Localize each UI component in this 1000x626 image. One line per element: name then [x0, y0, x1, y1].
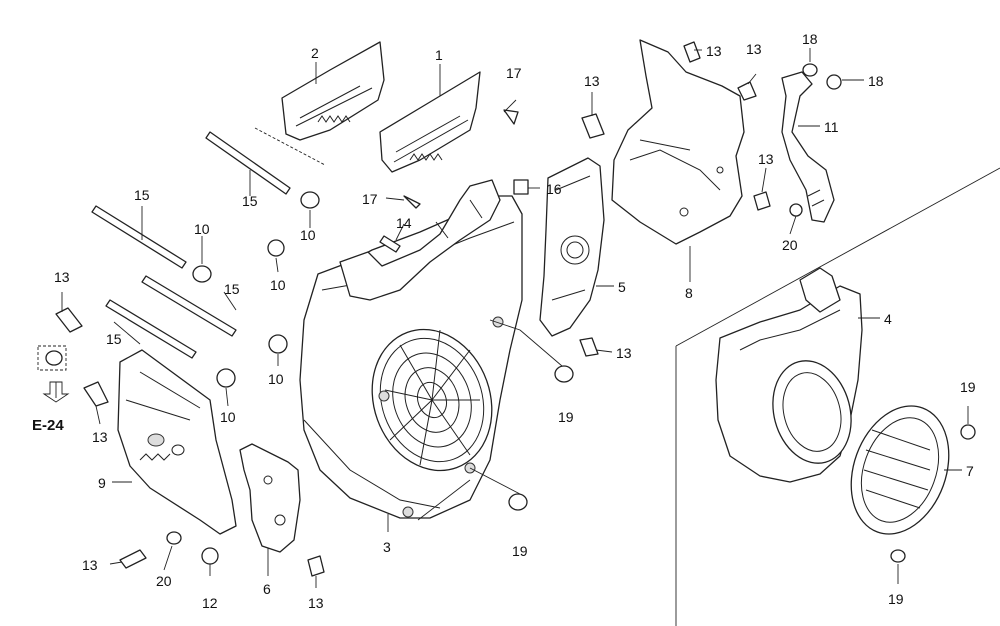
part-1-cover [379, 71, 481, 173]
part-6-bracket [239, 443, 301, 553]
part-3-fan-shroud [299, 179, 523, 519]
part-8-plate [611, 39, 745, 245]
callout-3: 3 [383, 539, 391, 555]
callout-19a: 19 [558, 409, 574, 425]
callout-13b: 13 [746, 41, 762, 57]
callout-10b: 10 [194, 221, 210, 237]
callout-13e: 13 [616, 345, 632, 361]
callout-15c: 15 [224, 281, 240, 297]
callout-labels: 1 2 3 4 5 6 7 8 9 10 10 10 10 10 11 12 1… [32, 31, 976, 611]
callout-18b: 18 [868, 73, 884, 89]
callout-15a: 15 [242, 193, 258, 209]
callout-10a: 10 [300, 227, 316, 243]
callout-19b: 19 [512, 543, 528, 559]
leader-lines [42, 48, 969, 588]
callout-18a: 18 [802, 31, 818, 47]
callout-9: 9 [98, 475, 106, 491]
callout-13h: 13 [82, 557, 98, 573]
callout-1: 1 [435, 47, 443, 63]
callout-15d: 15 [106, 331, 122, 347]
callout-8: 8 [685, 285, 693, 301]
callout-13g: 13 [92, 429, 108, 445]
part-7-cover [850, 405, 950, 535]
callout-7: 7 [966, 463, 974, 479]
callout-15b: 15 [134, 187, 150, 203]
reference-e24: E-24 [32, 417, 64, 434]
callout-10c: 10 [270, 277, 286, 293]
callout-11: 11 [824, 119, 839, 135]
part-9-shield [117, 349, 237, 535]
callout-4: 4 [884, 311, 892, 327]
callout-6: 6 [263, 581, 271, 597]
part-4-shroud [715, 267, 863, 483]
callout-5: 5 [618, 279, 626, 295]
callout-16: 16 [546, 181, 562, 197]
callout-10d: 10 [268, 371, 284, 387]
callout-20b: 20 [156, 573, 172, 589]
callout-13d: 13 [758, 151, 774, 167]
callout-14: 14 [396, 215, 412, 231]
callout-13a: 13 [706, 43, 722, 59]
callout-17a: 17 [506, 65, 522, 81]
callout-13f: 13 [54, 269, 70, 285]
callout-19c: 19 [960, 379, 976, 395]
inset-divider-diagonal [675, 167, 1000, 347]
callout-13c: 13 [584, 73, 600, 89]
callout-20a: 20 [782, 237, 798, 253]
callout-10e: 10 [220, 409, 236, 425]
part-2-cover [254, 41, 385, 166]
callout-2: 2 [311, 45, 319, 61]
callout-13i: 13 [308, 595, 324, 611]
callout-17b: 17 [362, 191, 378, 207]
fasteners [37, 41, 976, 577]
callout-19d: 19 [888, 591, 904, 607]
callout-12: 12 [202, 595, 218, 611]
part-5-plate [539, 157, 605, 337]
part-11-bracket [781, 71, 835, 223]
